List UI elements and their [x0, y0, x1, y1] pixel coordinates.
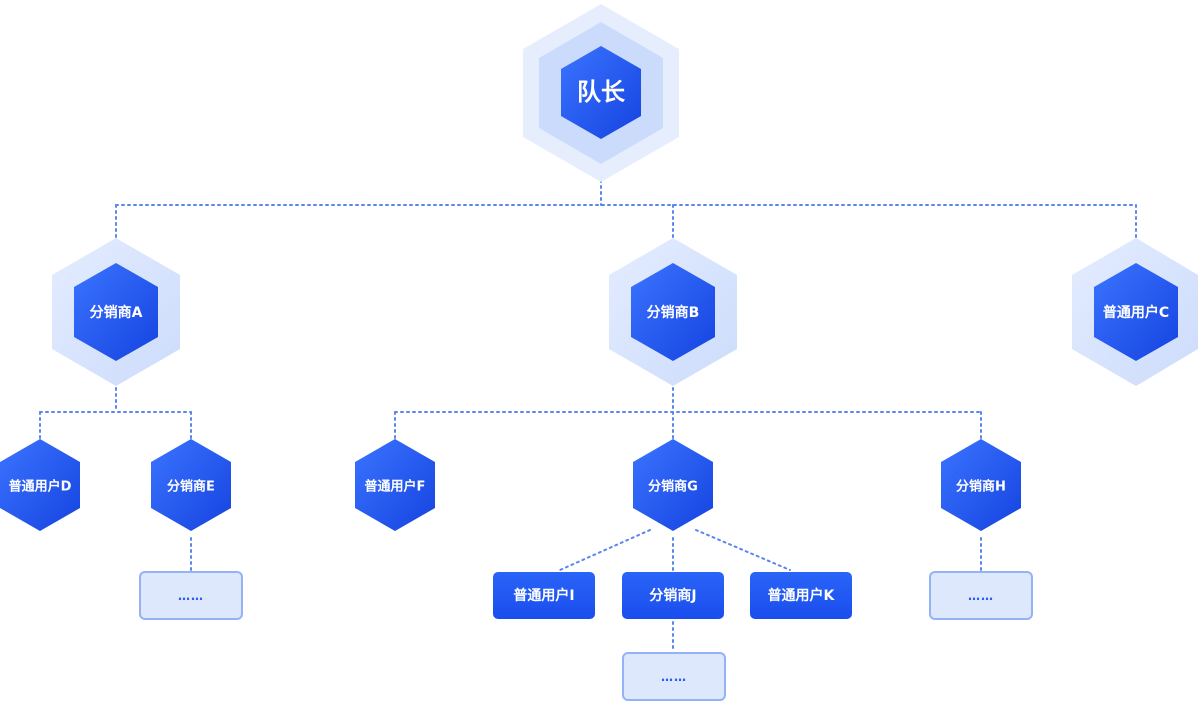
hex-core: [1094, 263, 1178, 361]
node-distributor-b: 分销商B: [609, 238, 737, 386]
placeholder-under-h: ……: [929, 571, 1033, 620]
ellipsis-label: ……: [968, 589, 994, 603]
node-label: 分销商B: [647, 304, 700, 321]
node-label: 普通用户F: [365, 479, 426, 495]
node-leader: 队长: [523, 4, 679, 182]
placeholder-under-j: ……: [622, 652, 726, 701]
node-user-d: 普通用户D: [0, 439, 80, 531]
node-label: 分销商H: [956, 479, 1006, 495]
hex-core: [633, 439, 713, 531]
hex-core: [0, 439, 80, 531]
node-label: 普通用户I: [513, 587, 574, 604]
node-distributor-h: 分销商H: [941, 439, 1021, 531]
node-label: 普通用户K: [768, 587, 836, 604]
node-distributor-e: 分销商E: [151, 439, 231, 531]
rect-box: [622, 572, 724, 619]
rect-box: [493, 572, 595, 619]
rect-box: [750, 572, 852, 619]
hex-core: [151, 439, 231, 531]
hex-core: [355, 439, 435, 531]
ellipsis-label: ……: [178, 589, 204, 603]
node-label: 分销商J: [649, 587, 696, 604]
node-label: 分销商E: [167, 479, 215, 495]
ellipsis-label: ……: [661, 670, 687, 684]
hex-core: [74, 263, 158, 361]
node-distributor-g: 分销商G: [633, 439, 713, 531]
node-user-c: 普通用户C: [1072, 238, 1198, 386]
node-label: 普通用户C: [1103, 304, 1169, 321]
node-distributor-a: 分销商A: [52, 238, 180, 386]
hex-core: [941, 439, 1021, 531]
node-label: 分销商G: [648, 479, 698, 495]
placeholder-box: [622, 652, 726, 701]
node-distributor-j: 分销商J: [622, 572, 724, 619]
hex-core: [561, 46, 641, 139]
node-label: 分销商A: [90, 304, 143, 321]
placeholder-box: [929, 571, 1033, 620]
placeholder-under-e: ……: [139, 571, 243, 620]
node-label: 普通用户D: [9, 479, 72, 495]
hex-core: [631, 263, 715, 361]
node-user-i: 普通用户I: [493, 572, 595, 619]
node-label: 队长: [577, 78, 626, 106]
node-user-k: 普通用户K: [750, 572, 852, 619]
placeholder-box: [139, 571, 243, 620]
node-user-f: 普通用户F: [355, 439, 435, 531]
connectors: [39, 179, 1137, 653]
